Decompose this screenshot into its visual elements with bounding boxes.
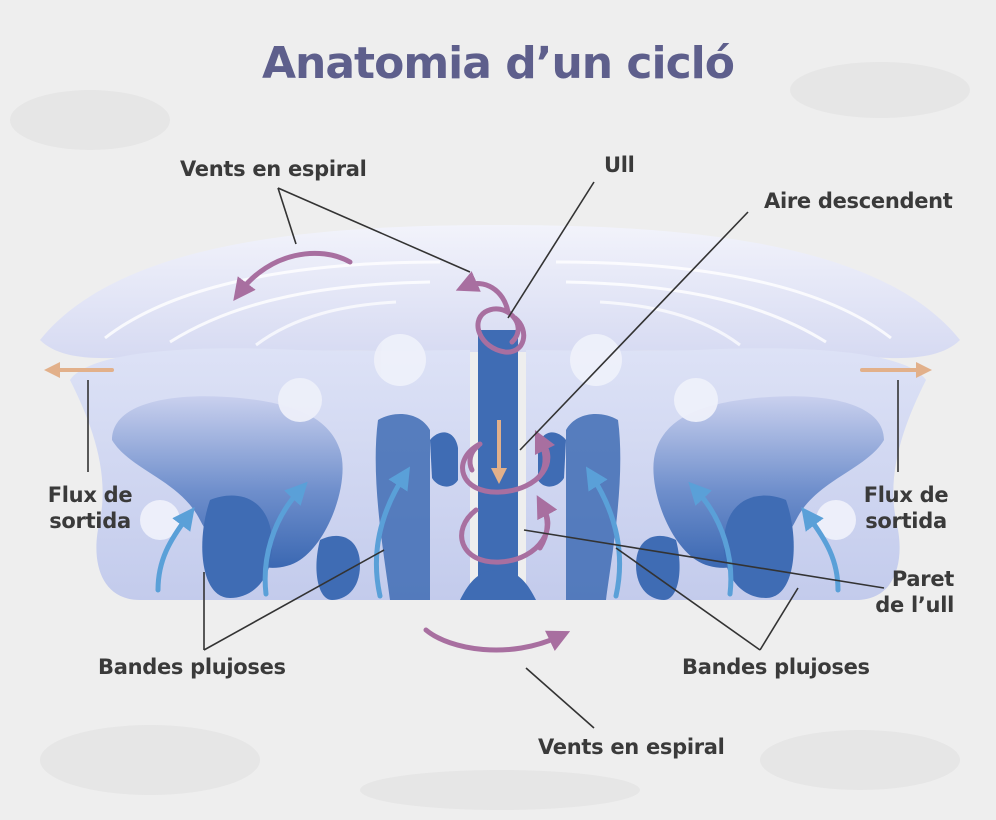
updraft-arrow-icon bbox=[585, 466, 623, 599]
label-eye-wall: Paret de l’ull bbox=[860, 566, 954, 618]
label-outflow-right-line1: Flux de bbox=[863, 483, 949, 507]
label-rain-bands-right: Bandes plujoses bbox=[682, 655, 870, 679]
spiral-arrows bbox=[233, 250, 571, 653]
spiral-arrow-icon bbox=[534, 429, 556, 481]
updraft-arrow-icon bbox=[688, 481, 734, 597]
label-descending-air: Aire descendent bbox=[764, 189, 953, 213]
spiral-arrow-icon bbox=[455, 271, 511, 315]
label-outflow-left: Flux de sortida bbox=[44, 482, 136, 534]
spiral-arrow-icon bbox=[233, 250, 353, 301]
background-texture bbox=[10, 62, 970, 810]
page-title: Anatomia d’un cicló bbox=[261, 38, 735, 89]
label-eye-wall-line1: Paret bbox=[891, 567, 954, 591]
label-outflow-left-line1: Flux de bbox=[47, 483, 133, 507]
label-outflow-left-line2: sortida bbox=[49, 509, 131, 533]
updraft-arrows bbox=[155, 466, 841, 599]
updraft-arrow-icon bbox=[155, 506, 195, 593]
label-eye: Ull bbox=[604, 153, 635, 177]
spiral-arrow-icon bbox=[475, 306, 527, 355]
updraft-arrow-icon bbox=[262, 481, 308, 597]
spiral-arrow-icon bbox=[536, 495, 558, 551]
label-outflow-right: Flux de sortida bbox=[860, 482, 952, 534]
label-rain-bands-left: Bandes plujoses bbox=[98, 655, 286, 679]
leader-lines bbox=[87, 181, 899, 729]
spiral-arrow-icon bbox=[467, 443, 481, 473]
label-spiral-winds-top: Vents en espiral bbox=[180, 157, 367, 181]
label-spiral-winds-bottom: Vents en espiral bbox=[538, 735, 725, 759]
label-outflow-right-line2: sortida bbox=[865, 509, 947, 533]
spiral-arrow-icon bbox=[423, 627, 571, 653]
updraft-arrow-icon bbox=[373, 466, 411, 599]
label-eye-wall-line2: de l’ull bbox=[875, 593, 954, 617]
cloud-body bbox=[70, 330, 926, 600]
